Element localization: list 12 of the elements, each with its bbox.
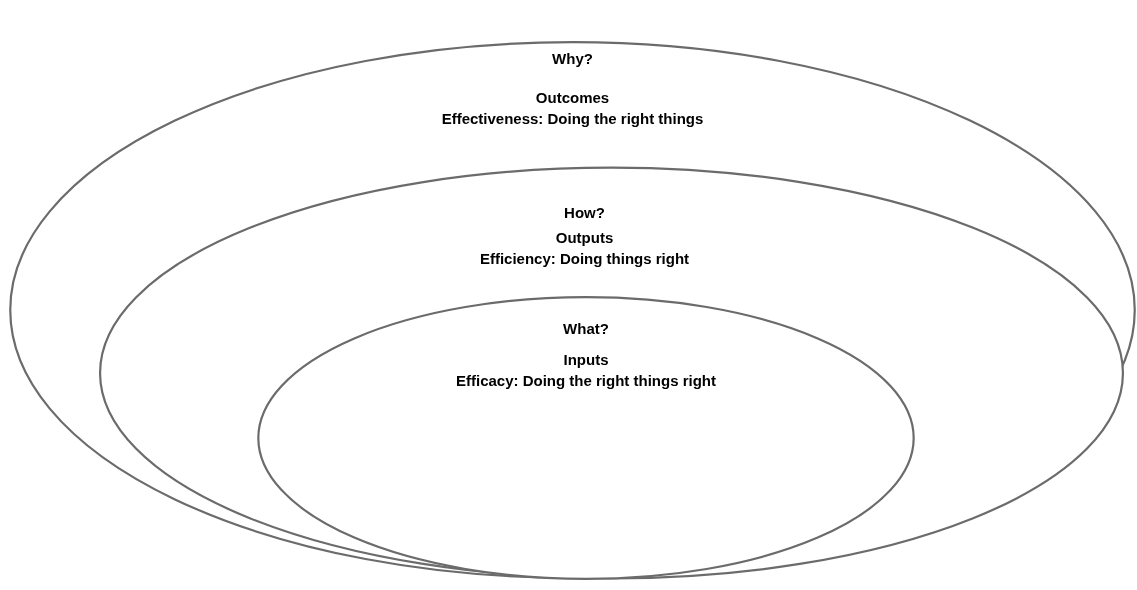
level-label: Outputs xyxy=(555,228,614,248)
question-label: How? xyxy=(564,203,605,223)
ellipse xyxy=(257,296,915,580)
level-label: Inputs xyxy=(563,350,609,370)
description-text: Effectiveness: Doing the right things xyxy=(441,109,704,129)
description-text: Efficiency: Doing things right xyxy=(479,249,690,269)
level-label: Outcomes xyxy=(535,88,610,108)
ellipse xyxy=(8,40,1137,580)
description-text: Efficacy: Doing the right things right xyxy=(456,371,716,391)
question-label: What? xyxy=(563,319,609,339)
question-label: Why? xyxy=(552,49,593,69)
ellipse xyxy=(98,166,1125,580)
